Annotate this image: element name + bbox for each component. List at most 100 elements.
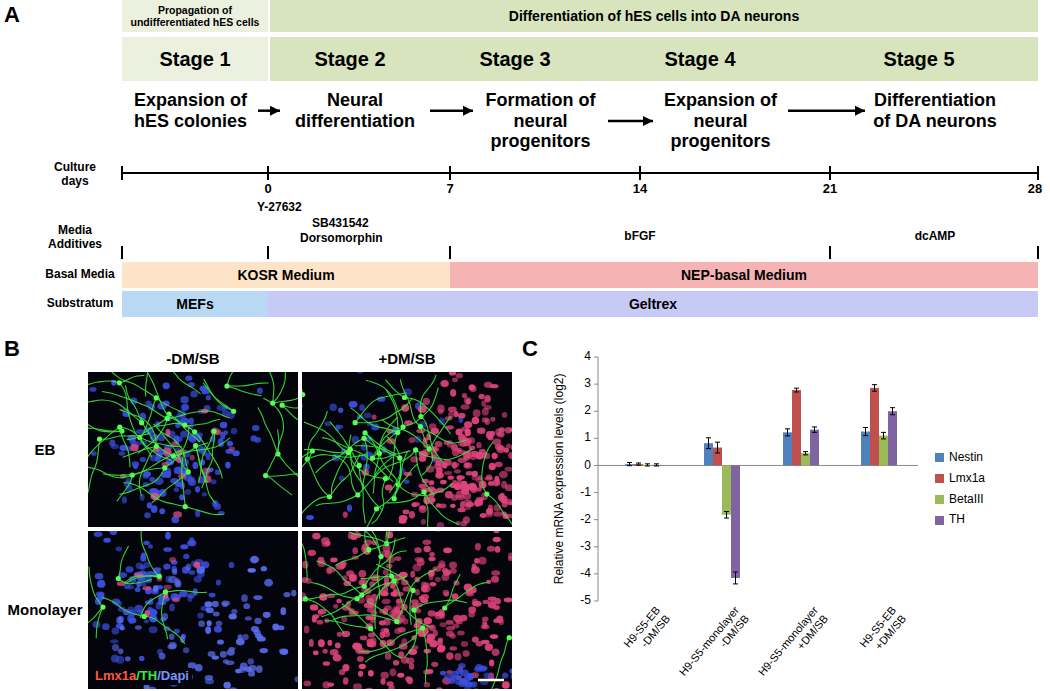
cell-nucleus	[446, 652, 453, 660]
cell-nucleus	[358, 570, 366, 578]
cell-nucleus	[481, 625, 490, 630]
row-label: Media Additives	[45, 224, 105, 252]
medium-bar: KOSR Medium	[122, 262, 450, 288]
cell-nucleus	[454, 469, 461, 473]
cell-nucleus	[252, 425, 260, 431]
neurite	[278, 454, 298, 489]
day-number: 0	[264, 182, 271, 197]
micrograph	[302, 372, 512, 527]
stage-box: Stage 4	[600, 37, 800, 81]
data-bar	[888, 411, 897, 465]
neurite	[154, 424, 189, 472]
cell-nucleus	[129, 617, 136, 623]
cell-nucleus	[140, 565, 146, 570]
cell-nucleus	[368, 670, 374, 677]
neurite	[169, 414, 200, 442]
tick-mark	[1037, 246, 1039, 259]
cell-nucleus	[390, 668, 397, 676]
cell-nucleus	[492, 649, 500, 657]
box-text: Geltrex	[629, 296, 677, 312]
cell-nucleus	[443, 547, 452, 553]
neurite	[140, 437, 182, 446]
cell-body	[422, 489, 427, 494]
tick-label: -5	[580, 594, 591, 608]
cell-nucleus	[501, 481, 507, 489]
panel-letter: A	[4, 2, 20, 27]
tick-mark	[594, 546, 598, 547]
cell-nucleus	[223, 682, 230, 689]
stage-box: Stage 3	[430, 37, 600, 81]
neurite	[118, 546, 128, 578]
category-label: H9-S5-monolayer +DM/SB	[753, 604, 830, 689]
neurite	[350, 449, 382, 510]
neurite	[141, 531, 159, 576]
cell-body	[359, 592, 364, 597]
cell-nucleus	[337, 632, 342, 637]
neurite	[405, 398, 451, 434]
cell-nucleus	[186, 563, 192, 570]
cell-nucleus	[223, 659, 229, 663]
cell-nucleus	[448, 406, 457, 412]
cell-nucleus	[433, 630, 438, 637]
cell-nucleus	[474, 558, 480, 564]
cell-nucleus	[490, 634, 498, 639]
tick-mark	[594, 573, 598, 574]
cell-nucleus	[461, 404, 470, 410]
cell-body	[378, 554, 383, 559]
cell-body	[397, 455, 402, 460]
box-text: Expansion of neural progenitors	[653, 90, 788, 152]
cell-body	[362, 584, 367, 589]
cell-nucleus	[346, 570, 354, 576]
cell-nucleus	[212, 601, 219, 608]
cell-nucleus	[464, 527, 470, 528]
day-number: 7	[446, 182, 453, 197]
cell-nucleus	[481, 400, 486, 407]
cell-nucleus	[457, 508, 465, 512]
cell-nucleus	[353, 531, 360, 533]
cell-nucleus	[457, 631, 465, 636]
cell-body	[263, 473, 268, 478]
cell-nucleus	[445, 491, 453, 499]
error-cap	[881, 438, 886, 439]
error-cap	[654, 463, 659, 464]
legend-swatch	[935, 474, 944, 483]
cell-nucleus	[357, 656, 364, 662]
cell-nucleus	[496, 446, 504, 454]
cell-body	[413, 447, 418, 452]
cell-nucleus	[179, 591, 188, 598]
cell-nucleus	[410, 604, 419, 612]
cell-nucleus	[487, 546, 495, 552]
cell-nucleus	[484, 673, 492, 679]
tick-mark	[449, 166, 451, 180]
cell-nucleus	[112, 628, 120, 635]
cell-nucleus	[442, 568, 448, 573]
cell-nucleus	[116, 617, 122, 625]
stage-box: Stage 1	[122, 37, 268, 81]
neurite	[369, 538, 406, 550]
cell-nucleus	[429, 573, 434, 580]
cell-nucleus	[111, 444, 119, 449]
tick-mark	[829, 246, 831, 259]
cell-nucleus	[488, 481, 494, 486]
cell-nucleus	[336, 599, 341, 604]
neurite	[266, 474, 298, 477]
cell-nucleus	[180, 544, 188, 549]
cell-nucleus	[302, 403, 303, 408]
error-cap	[812, 432, 817, 433]
cell-nucleus	[424, 546, 431, 553]
error-cap	[812, 426, 817, 427]
cell-nucleus	[489, 463, 496, 471]
neurite	[119, 376, 144, 383]
cell-nucleus	[229, 447, 235, 451]
neurite	[118, 579, 151, 584]
neurite	[140, 592, 165, 618]
cell-nucleus	[511, 673, 512, 680]
tick-mark	[1037, 166, 1039, 180]
cell-nucleus	[493, 619, 499, 623]
tick-label: 4	[584, 350, 591, 364]
cell-nucleus	[283, 592, 290, 597]
neurite	[365, 433, 396, 454]
cell-nucleus	[214, 503, 222, 510]
cell-nucleus	[247, 568, 255, 573]
neurite	[127, 414, 169, 440]
